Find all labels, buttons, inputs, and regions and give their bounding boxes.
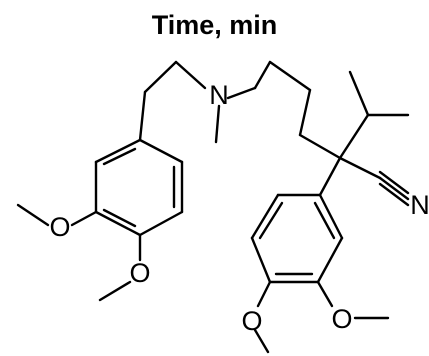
bond bbox=[138, 90, 147, 142]
bond bbox=[318, 156, 342, 197]
bond bbox=[268, 60, 312, 92]
bond bbox=[143, 60, 178, 94]
bond bbox=[298, 88, 312, 137]
bond bbox=[16, 203, 50, 227]
atom-label-o-right-para: O bbox=[241, 306, 262, 336]
right-chain-bonds bbox=[253, 60, 342, 160]
left-methoxy-bonds bbox=[16, 203, 142, 302]
bond bbox=[316, 236, 344, 284]
atom-label-o-right-meta: O bbox=[331, 304, 352, 334]
bond-triple bbox=[378, 182, 410, 207]
bond bbox=[316, 280, 334, 308]
bond bbox=[214, 104, 221, 144]
atom-label-o-left-meta: O bbox=[49, 212, 70, 242]
left-chain-bonds bbox=[138, 60, 207, 142]
bond-inner bbox=[102, 208, 137, 228]
bond bbox=[70, 210, 98, 227]
bond bbox=[253, 328, 270, 354]
bond bbox=[94, 210, 142, 237]
bond-inner bbox=[102, 147, 137, 166]
amine-bonds bbox=[214, 86, 257, 144]
bond bbox=[174, 60, 207, 90]
bond-inner bbox=[313, 201, 336, 240]
quaternary-carbon-bonds bbox=[318, 70, 410, 197]
bond bbox=[226, 86, 257, 100]
bond bbox=[250, 236, 272, 284]
bond bbox=[318, 193, 344, 240]
nitrile-bonds bbox=[378, 170, 410, 207]
bond bbox=[138, 138, 184, 164]
atom-label-n-amine: N bbox=[209, 80, 229, 110]
bond bbox=[348, 70, 370, 117]
bond bbox=[94, 138, 142, 164]
bond bbox=[338, 113, 370, 160]
bond-inner bbox=[258, 201, 284, 240]
right-methoxy-bonds bbox=[253, 280, 390, 354]
bond bbox=[98, 280, 132, 302]
bond bbox=[298, 133, 342, 160]
bond bbox=[253, 60, 272, 90]
bond bbox=[338, 156, 382, 180]
bond bbox=[256, 280, 272, 308]
bond bbox=[138, 210, 184, 237]
bond-triple bbox=[378, 176, 410, 201]
bond bbox=[250, 193, 280, 240]
figure-title: Time, min bbox=[151, 10, 278, 40]
bond-triple bbox=[378, 170, 410, 195]
left-ring-bonds bbox=[94, 138, 184, 237]
atom-label-n-nitrile: N bbox=[410, 190, 429, 220]
atom-label-o-left-para: O bbox=[129, 258, 150, 288]
right-ring-bonds bbox=[250, 193, 344, 284]
